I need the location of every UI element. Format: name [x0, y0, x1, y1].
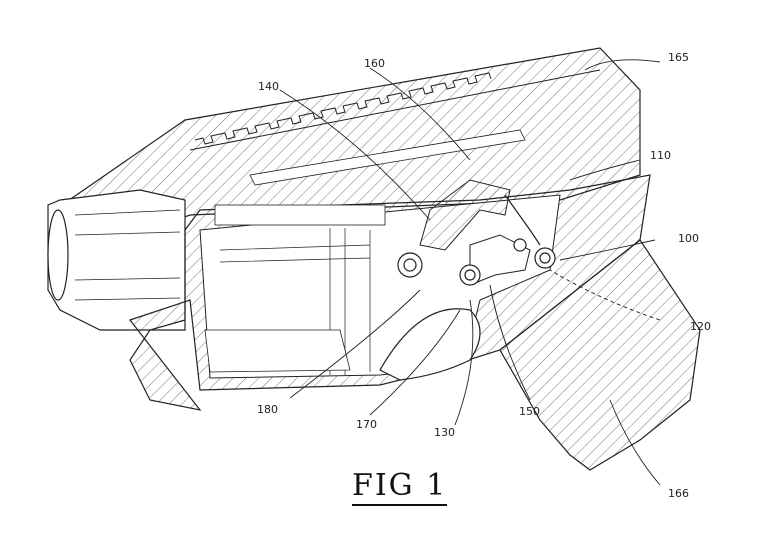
- ref-140: 140: [258, 80, 279, 93]
- ref-100: 100: [678, 232, 699, 245]
- front-receiver-section: [47, 189, 186, 331]
- magazine-well: [204, 329, 351, 373]
- leader-lines: [279, 59, 661, 486]
- ref-120: 120: [690, 320, 711, 333]
- picatinny-rail: [189, 69, 601, 151]
- ref-150: 150: [519, 405, 540, 418]
- hammer: [419, 179, 511, 251]
- ref-160: 160: [364, 57, 385, 70]
- ref-130: 130: [434, 426, 455, 439]
- ref-170: 170: [356, 418, 377, 431]
- ref-166: 166: [668, 487, 689, 500]
- pins: [397, 238, 556, 286]
- ref-110: 110: [650, 149, 671, 162]
- figure-caption: FIG 1: [352, 470, 448, 506]
- trigger-guard: [379, 308, 481, 381]
- ref-165: 165: [668, 51, 689, 64]
- pistol-grip: [499, 239, 701, 471]
- ref-180: 180: [257, 403, 278, 416]
